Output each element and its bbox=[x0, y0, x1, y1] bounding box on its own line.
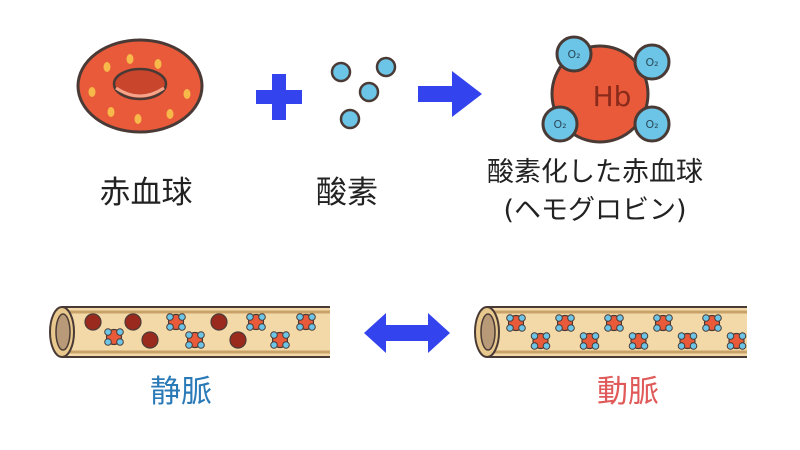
hb-label: Hb bbox=[593, 80, 632, 113]
oxygenated-cell-icon bbox=[628, 332, 649, 350]
oxygenated-cell-icon bbox=[604, 314, 624, 332]
deoxygenated-cell-icon bbox=[141, 331, 159, 349]
oxygenated-cell-icon bbox=[555, 314, 575, 332]
artery-label: 動脈 bbox=[597, 374, 659, 410]
hemoglobin-icon: Hb O₂ O₂ O₂ O₂ bbox=[541, 35, 671, 144]
oxygenated-cell-icon bbox=[653, 314, 673, 332]
oxygenated-cell-icon bbox=[104, 328, 124, 346]
arrow-right-icon bbox=[418, 71, 482, 117]
oxygenated-cell-icon bbox=[506, 314, 526, 332]
oxygenated-cell-icon bbox=[270, 331, 290, 349]
oxygenated-cell-icon bbox=[166, 313, 186, 331]
deoxygenated-cell-icon bbox=[210, 313, 228, 331]
hemoglobin-label: (ヘモグロビン) bbox=[503, 195, 686, 226]
o2-label: O₂ bbox=[645, 56, 658, 69]
red-blood-cell-icon bbox=[76, 38, 204, 134]
o2-label: O₂ bbox=[553, 118, 566, 131]
oxygenated-rbc-label: 酸素化した赤血球 bbox=[487, 157, 703, 188]
double-arrow-icon bbox=[364, 313, 450, 353]
vein-label: 静脈 bbox=[150, 374, 212, 410]
red-blood-cell-label: 赤血球 bbox=[100, 175, 193, 211]
oxygenated-cell-icon bbox=[246, 313, 266, 331]
oxygenated-cell-icon bbox=[296, 313, 316, 331]
deoxygenated-cell-icon bbox=[124, 313, 142, 331]
oxygen-label: 酸素 bbox=[316, 175, 378, 211]
deoxygenated-cell-icon bbox=[229, 331, 247, 349]
oxygenated-cell-icon bbox=[702, 314, 722, 332]
oxygenated-cell-icon bbox=[677, 332, 698, 350]
oxygenated-cell-icon bbox=[185, 331, 205, 349]
o2-label: O₂ bbox=[645, 118, 658, 131]
oxygen-molecules-icon bbox=[330, 56, 397, 130]
o2-label: O₂ bbox=[567, 48, 580, 61]
deoxygenated-cell-icon bbox=[84, 313, 102, 331]
artery-vessel-icon bbox=[474, 306, 747, 358]
plus-icon bbox=[256, 74, 302, 120]
oxygenated-cell-icon bbox=[726, 332, 747, 350]
oxygenated-cell-icon bbox=[530, 332, 551, 350]
vein-vessel-icon bbox=[49, 306, 330, 358]
oxygenated-cell-icon bbox=[579, 332, 600, 350]
